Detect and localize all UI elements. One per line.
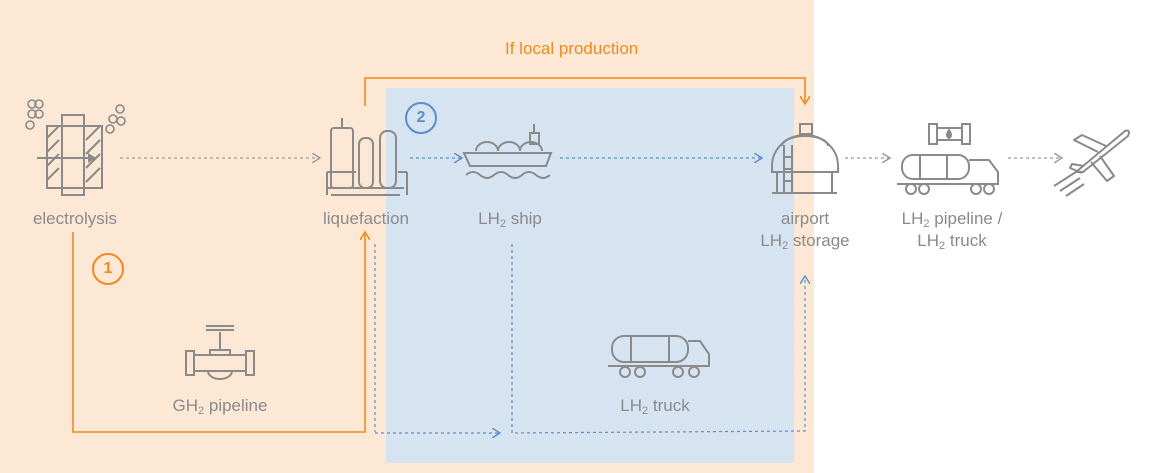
pipeline-truck-label: LH2 pipeline / LH2 truck	[877, 208, 1027, 252]
pipeline-truck-l2-suffix: truck	[945, 231, 987, 250]
gh2-pipeline-subscript: 2	[198, 405, 205, 417]
gh2-pipeline-label: GH2 pipeline	[150, 395, 290, 417]
airport-storage-subscript: 2	[782, 240, 789, 252]
lh2-ship-icon	[462, 124, 553, 179]
route-2-truck-path	[511, 244, 805, 434]
pipeline-truck-l1-subscript: 2	[923, 218, 930, 230]
route-local-production-arrow	[364, 77, 805, 106]
electrolysis-text: electrolysis	[32, 209, 118, 228]
route-2-background	[386, 88, 794, 463]
airport-storage-label: airport LH2 storage	[735, 208, 875, 252]
airplane-icon	[1053, 129, 1130, 197]
lh2-ship-label: LH2 ship	[455, 208, 565, 230]
local-production-label: If local production	[505, 39, 639, 58]
storage-tank-icon	[771, 123, 839, 194]
lh2-ship-subscript: 2	[499, 218, 506, 230]
pipeline-truck-l1-suffix: pipeline /	[929, 209, 1003, 228]
pipeline-truck-line2: LH2 truck	[877, 230, 1027, 252]
lh2-truck-label: LH2 truck	[595, 395, 715, 417]
airport-storage-line2: LH2 storage	[735, 230, 875, 252]
lh2-truck-prefix: LH	[620, 396, 643, 415]
electrolysis-label: electrolysis	[20, 208, 130, 230]
airport-storage-line1: airport	[780, 209, 830, 228]
route-1-pipeline-arrow	[72, 232, 365, 433]
gh2-pipeline-suffix: pipeline	[204, 396, 268, 415]
pipeline-valve-icon	[185, 325, 255, 380]
lh2-ship-prefix: LH	[478, 209, 500, 228]
liquefaction-text: liquefaction	[322, 209, 409, 228]
pipeline-truck-l2-prefix: LH	[917, 231, 940, 250]
pipeline-truck-l1-prefix: LH	[901, 209, 924, 228]
pipeline-truck-line1: LH2 pipeline /	[877, 208, 1027, 230]
lh2-truck-suffix: truck	[648, 396, 690, 415]
liquefaction-plant-icon	[326, 118, 408, 196]
electrolysis-icon	[25, 99, 126, 196]
pipeline-truck-l2-subscript: 2	[939, 240, 946, 252]
lh2-truck-subscript: 2	[642, 405, 649, 417]
route-2-badge: 2	[405, 102, 437, 134]
connectors	[72, 77, 1062, 434]
tanker-truck-icon	[608, 335, 710, 378]
airport-storage-suffix: storage	[788, 231, 850, 250]
liquefaction-label: liquefaction	[300, 208, 432, 230]
route-1-badge: 1	[92, 253, 124, 285]
pipeline-truck-icon	[897, 123, 999, 195]
gh2-pipeline-prefix: GH	[172, 396, 199, 415]
airport-storage-prefix: LH	[760, 231, 783, 250]
lh2-ship-suffix: ship	[505, 209, 542, 228]
